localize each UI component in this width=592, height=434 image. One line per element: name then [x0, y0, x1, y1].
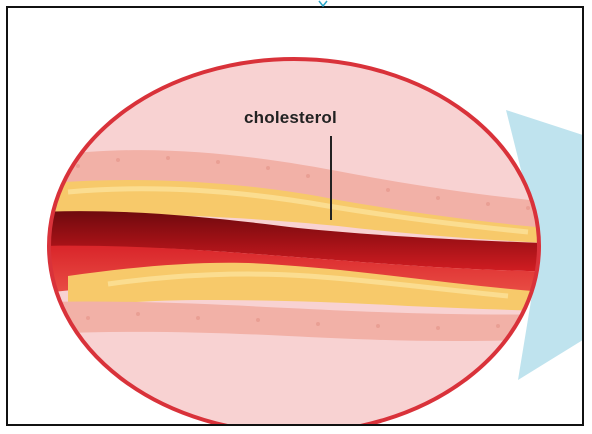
top-marker-icon	[318, 0, 328, 8]
image-frame: cholesterol	[6, 6, 584, 426]
artery-illustration	[8, 8, 584, 426]
cholesterol-label: cholesterol	[244, 108, 337, 128]
